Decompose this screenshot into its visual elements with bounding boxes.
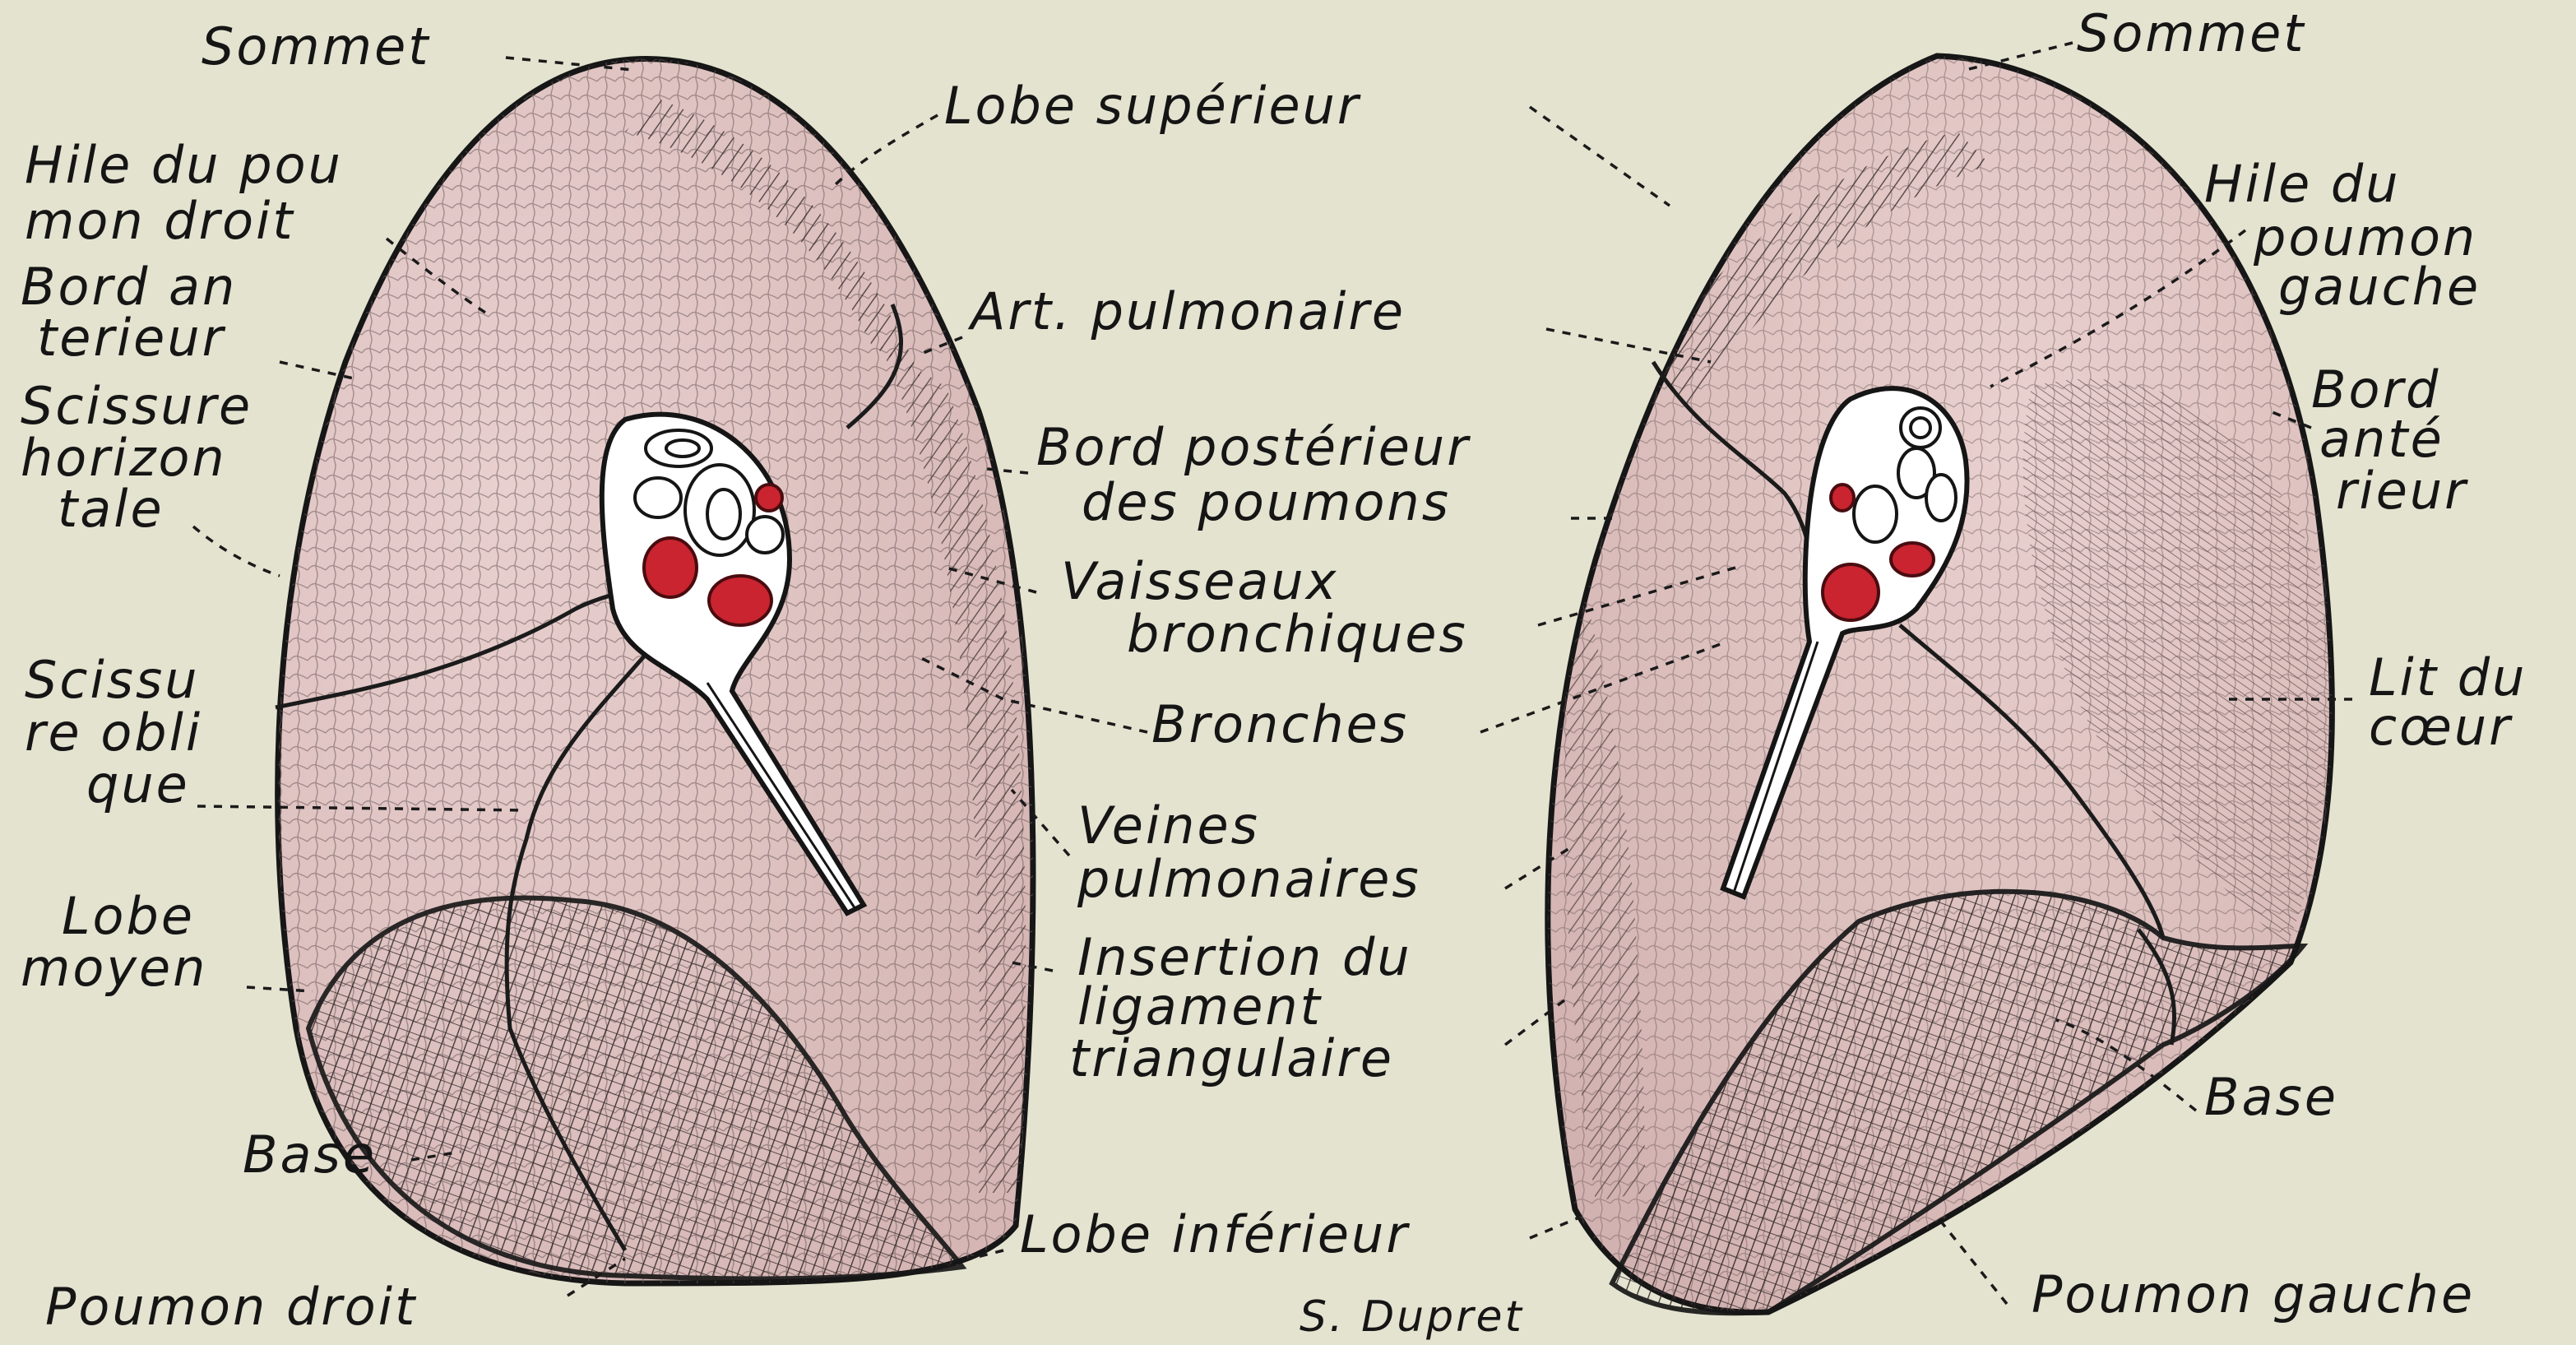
label-base-right: Base [243, 1125, 377, 1185]
label-insertion-ligament-3: triangulaire [1069, 1028, 1394, 1088]
label-lobe-superieur: Lobe supérieur [944, 76, 1361, 136]
caption-poumon-droit: Poumon droit [45, 1277, 417, 1337]
caption-poumon-gauche: Poumon gauche [2032, 1264, 2475, 1324]
label-scissure-oblique-3: que [86, 754, 190, 814]
label-hile-left-1: Hile du [2204, 154, 2401, 214]
label-sommet-left: Sommet [2077, 3, 2306, 63]
label-art-pulmonaire: Art. pulmonaire [967, 281, 1406, 341]
label-hile-right-2: mon droit [25, 191, 295, 251]
label-hile-right-1: Hile du pou [25, 135, 343, 195]
label-hile-left-3: gauche [2278, 257, 2481, 317]
label-scissure-horizontale-3: tale [58, 479, 164, 539]
label-lit-du-coeur-2: cœur [2369, 697, 2513, 757]
label-bord-posterieur-1: Bord postérieur [1036, 417, 1471, 477]
label-lobe-moyen-2: moyen [21, 938, 207, 998]
label-lobe-inferieur: Lobe inférieur [1020, 1204, 1410, 1264]
label-vaisseaux-bronchiques-2: bronchiques [1127, 604, 1468, 664]
label-bronches: Bronches [1151, 694, 1409, 754]
label-sommet-right: Sommet [202, 16, 431, 77]
label-bord-anterieur-right-2: terieur [37, 308, 226, 368]
label-base-left: Base [2204, 1067, 2338, 1127]
right-lung [247, 49, 1069, 1300]
label-scissure-oblique-1: Scissu [25, 650, 200, 710]
label-bord-anterieur-left-3: rieur [2336, 461, 2468, 521]
signature: S. Dupret [1300, 1292, 1524, 1342]
label-veines-pulmonaires-1: Veines [1077, 795, 1260, 856]
label-veines-pulmonaires-2: pulmonaires [1077, 849, 1421, 909]
shared-labels: Lobe supérieur Art. pulmonaire Bord post… [944, 76, 1524, 1342]
label-vaisseaux-bronchiques-1: Vaisseaux [1061, 551, 1338, 611]
label-bord-posterieur-2: des poumons [1082, 472, 1451, 532]
